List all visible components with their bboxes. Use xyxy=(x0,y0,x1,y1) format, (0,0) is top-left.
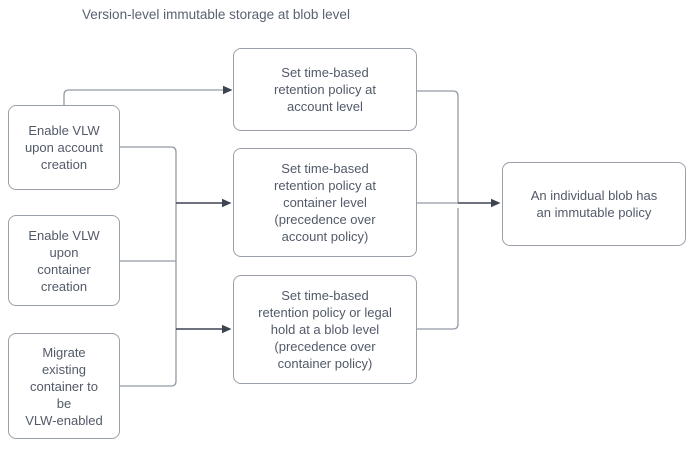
edge-account-to-account-policy xyxy=(63,89,223,105)
arrowhead-into-container-policy xyxy=(222,198,232,208)
arrowhead-into-account-policy xyxy=(223,85,233,95)
node-migrate-existing-container: Migrate existing container to be VLW-ena… xyxy=(8,333,120,439)
node-enable-vlw-account: Enable VLW upon account creation xyxy=(8,105,120,190)
edge-left-trunk xyxy=(120,146,177,387)
node-retention-policy-blob: Set time-based retention policy or legal… xyxy=(233,275,417,384)
node-enable-vlw-container: Enable VLW upon container creation xyxy=(8,215,120,306)
arrowhead-into-blob-policy xyxy=(222,324,232,334)
arrowhead-into-result xyxy=(491,198,501,208)
node-retention-policy-container: Set time-based retention policy at conta… xyxy=(233,148,417,257)
node-immutable-blob-result: An individual blob has an immutable poli… xyxy=(502,162,686,246)
diagram-title: Version-level immutable storage at blob … xyxy=(82,7,350,22)
edge-blob-policy-out xyxy=(417,208,459,330)
edge-account-policy-out xyxy=(417,90,459,203)
node-retention-policy-account: Set time-based retention policy at accou… xyxy=(233,48,417,131)
